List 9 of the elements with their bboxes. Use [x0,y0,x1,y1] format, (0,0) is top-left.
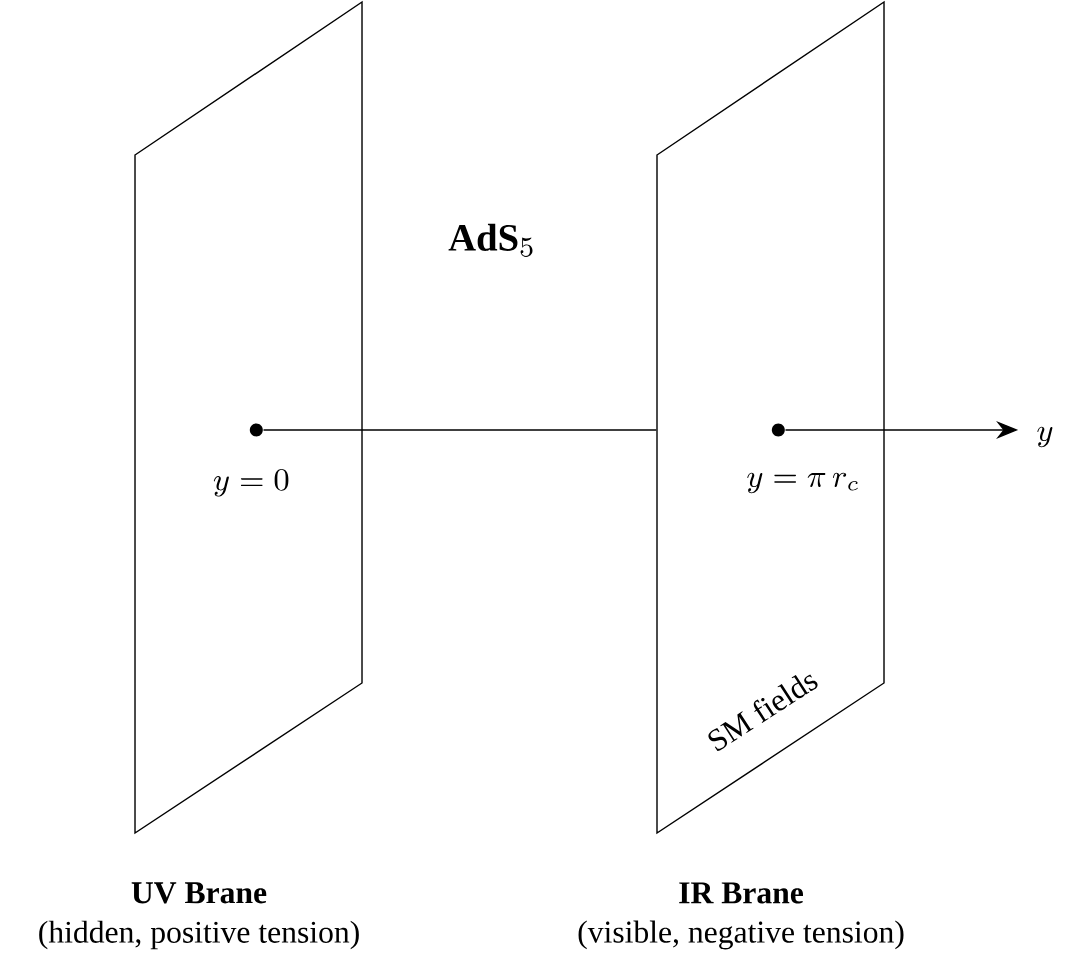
position-label: $y = \pi\, r_c$ [747,472,858,494]
node-label: IR Brane [679,882,804,904]
node-label: (visible, negative tension) [578,920,904,950]
position-label: $y = 0$ [213,469,289,497]
node-label: UV Brane [131,882,267,904]
space-label: $\mathbf{AdS}_5$ [448,223,533,257]
node-label: (hidden, positive tension) [39,920,359,950]
axis-label: $y$ [1037,426,1053,448]
axis-line [262,429,657,431]
